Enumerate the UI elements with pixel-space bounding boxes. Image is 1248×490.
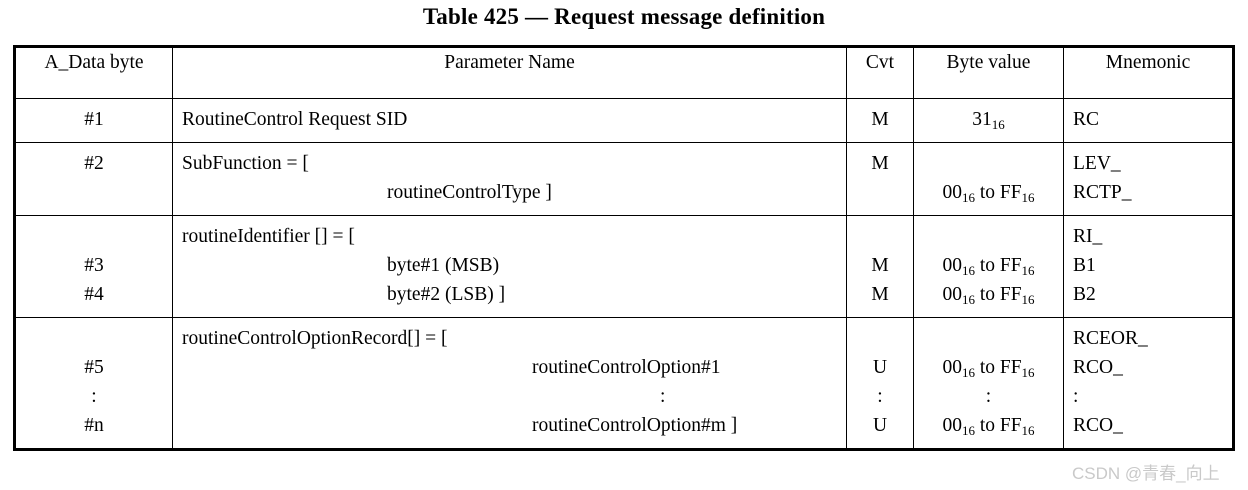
cell-adata-byte: #5 : #n [14,317,173,450]
cell-cvt: M M [846,215,914,318]
cvt-line: : [877,386,883,407]
table-row: #1 RoutineControl Request SID M [14,98,1234,143]
byte-value-subscript: 16 [961,263,975,278]
column-header-parameter-name: Parameter Name [172,46,847,99]
mnemonic-line: RC [1073,109,1100,130]
byte-value-subscript: 16 [961,423,975,438]
byte-value-subscript: 16 [1021,365,1035,380]
parameter-line: SubFunction = [ [182,153,309,174]
cell-adata-byte: #2 [14,142,173,216]
adata-line: #1 [84,109,104,130]
byte-value-line: 0016 to FF16 [942,357,1035,380]
cell-parameter-name: routineControlOptionRecord[] = [ routine… [172,317,847,450]
adata-line: #4 [84,284,104,305]
adata-line: #5 [84,357,104,378]
byte-value-subscript: 16 [961,292,975,307]
adata-line: : [91,386,97,407]
column-header-cvt: Cvt [846,46,914,99]
mnemonic-line: RCEOR_ [1073,328,1148,349]
byte-value-subscript: 16 [961,190,975,205]
cvt-line: M [871,109,889,130]
parameter-line: routineControlOption#m ] [532,415,738,436]
byte-value-line: 0016 to FF16 [942,415,1035,438]
cvt-line: M [871,255,889,276]
cell-parameter-name: RoutineControl Request SID [172,98,847,143]
adata-line: #n [84,415,104,436]
byte-value-subscript: 16 [1021,292,1035,307]
cell-parameter-name: routineIdentifier [] = [ byte#1 (MSB) by… [172,215,847,318]
mnemonic-line: B2 [1073,284,1096,305]
mnemonic-line: RI_ [1073,226,1103,247]
parameter-line: routineControlOption#1 [532,357,721,378]
cell-mnemonic: RCEOR_ RCO_ : RCO_ [1063,317,1234,450]
cell-byte-value: 0016 to FF16 0016 to FF16 [913,215,1064,318]
parameter-line: RoutineControl Request SID [182,109,408,130]
byte-value-line: 0016 to FF16 [942,255,1035,278]
mnemonic-line: RCO_ [1073,415,1123,436]
column-header-adata-byte: A_Data byte [14,46,173,99]
cell-cvt: U : U [846,317,914,450]
parameter-line: routineControlOptionRecord[] = [ [182,328,448,349]
cell-byte-value: 0016 to FF16 : 0016 to FF16 [913,317,1064,450]
byte-value-subscript: 16 [1021,190,1035,205]
cell-cvt: M [846,142,914,216]
cvt-line: U [872,415,888,436]
cell-parameter-name: SubFunction = [ routineControlType ] [172,142,847,216]
byte-value-line: 0016 to FF16 [942,182,1035,205]
cvt-line: U [872,357,888,378]
byte-value-subscript: 16 [1021,263,1035,278]
adata-line: #2 [84,153,104,174]
byte-value-line: 3116 [972,109,1005,132]
byte-value-line: : [985,386,992,407]
table-header-row: A_Data byte Parameter Name Cvt Byte valu… [14,46,1234,99]
cell-adata-byte: #3 #4 [14,215,173,318]
cell-byte-value: 3116 [913,98,1064,143]
parameter-line: routineControlType ] [387,182,552,203]
page-title: Table 425 — Request message definition [422,4,826,29]
mnemonic-line: RCO_ [1073,357,1123,378]
mnemonic-line: B1 [1073,255,1096,276]
cell-byte-value: 0016 to FF16 [913,142,1064,216]
cvt-line: M [871,153,889,174]
parameter-line: byte#1 (MSB) [387,255,500,276]
byte-value-subscript: 16 [961,365,975,380]
column-header-byte-value: Byte value [913,46,1064,99]
table-row: #5 : #n routineControlOptionRecord[] = [… [14,317,1234,450]
cell-cvt: M [846,98,914,143]
byte-value-line: 0016 to FF16 [942,284,1035,307]
mnemonic-line: : [1073,386,1079,407]
byte-value-subscript: 16 [991,117,1005,132]
column-header-mnemonic: Mnemonic [1063,46,1234,99]
cell-mnemonic: RC [1063,98,1234,143]
parameter-line: : [660,386,666,407]
cell-mnemonic: LEV_ RCTP_ [1063,142,1234,216]
cell-mnemonic: RI_ B1 B2 [1063,215,1234,318]
adata-line: #3 [84,255,104,276]
table-row: #2 SubFunction = [ routineControlType ] … [14,142,1234,216]
parameter-line: routineIdentifier [] = [ [182,226,355,247]
csdn-watermark: CSDN @青春_向上 [1072,464,1220,483]
parameter-line: byte#2 (LSB) ] [387,284,506,305]
byte-value-subscript: 16 [1021,423,1035,438]
mnemonic-line: LEV_ [1073,153,1121,174]
cell-adata-byte: #1 [14,98,173,143]
table-row: #3 #4 routineIdentifier [] = [ byte#1 (M… [14,215,1234,318]
table-container: A_Data byte Parameter Name Cvt Byte valu… [13,45,1235,451]
cvt-line: M [871,284,889,305]
request-message-definition-table: A_Data byte Parameter Name Cvt Byte valu… [13,45,1235,451]
mnemonic-line: RCTP_ [1073,182,1132,203]
